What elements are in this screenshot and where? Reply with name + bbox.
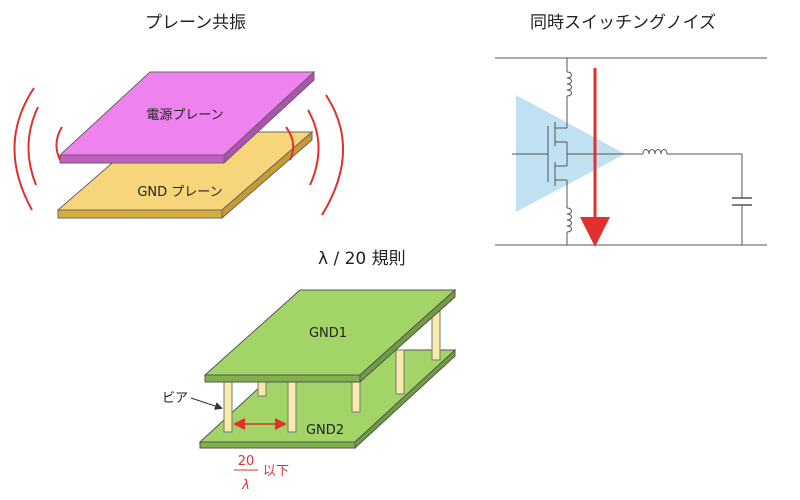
top-inductor: [566, 71, 572, 97]
via: [257, 381, 267, 397]
bottom-inductor: [566, 207, 572, 233]
spacing-numerator: 20: [238, 454, 255, 469]
via: [431, 309, 441, 361]
via: [223, 381, 233, 433]
via: [351, 381, 361, 413]
power-plane-label: 電源プレーン: [146, 108, 223, 123]
power-plane: [58, 70, 316, 165]
via: [287, 381, 297, 433]
ssn-title: 同時スイッチングノイズ: [530, 13, 717, 33]
via: [395, 349, 405, 395]
output-inductor: [642, 149, 668, 155]
resonance-waves-left: [13, 87, 63, 211]
gnd-plane-label: GND プレーン: [137, 185, 222, 200]
gnd2-label: GND2: [306, 423, 344, 438]
lambda-stack-figure: GND1 GND2 ビア 20 λ 以下: [162, 288, 457, 493]
spacing-denominator: λ: [241, 478, 250, 493]
gnd1-board: [203, 288, 457, 384]
plane-resonance-figure: 電源プレーン GND プレーン: [13, 70, 344, 220]
gnd1-label: GND1: [309, 326, 347, 341]
ssn-figure: [495, 57, 767, 247]
resonance-waves-right: [285, 94, 344, 216]
plane-resonance-title: プレーン共振: [145, 13, 247, 33]
via-pointer: [190, 397, 223, 410]
cmos-transistor: [512, 120, 630, 190]
lambda-rule-title: λ / 20 規則: [318, 249, 406, 269]
via-label: ビア: [162, 391, 188, 406]
gnd-plane: [56, 130, 314, 220]
spacing-suffix: 以下: [263, 464, 289, 479]
